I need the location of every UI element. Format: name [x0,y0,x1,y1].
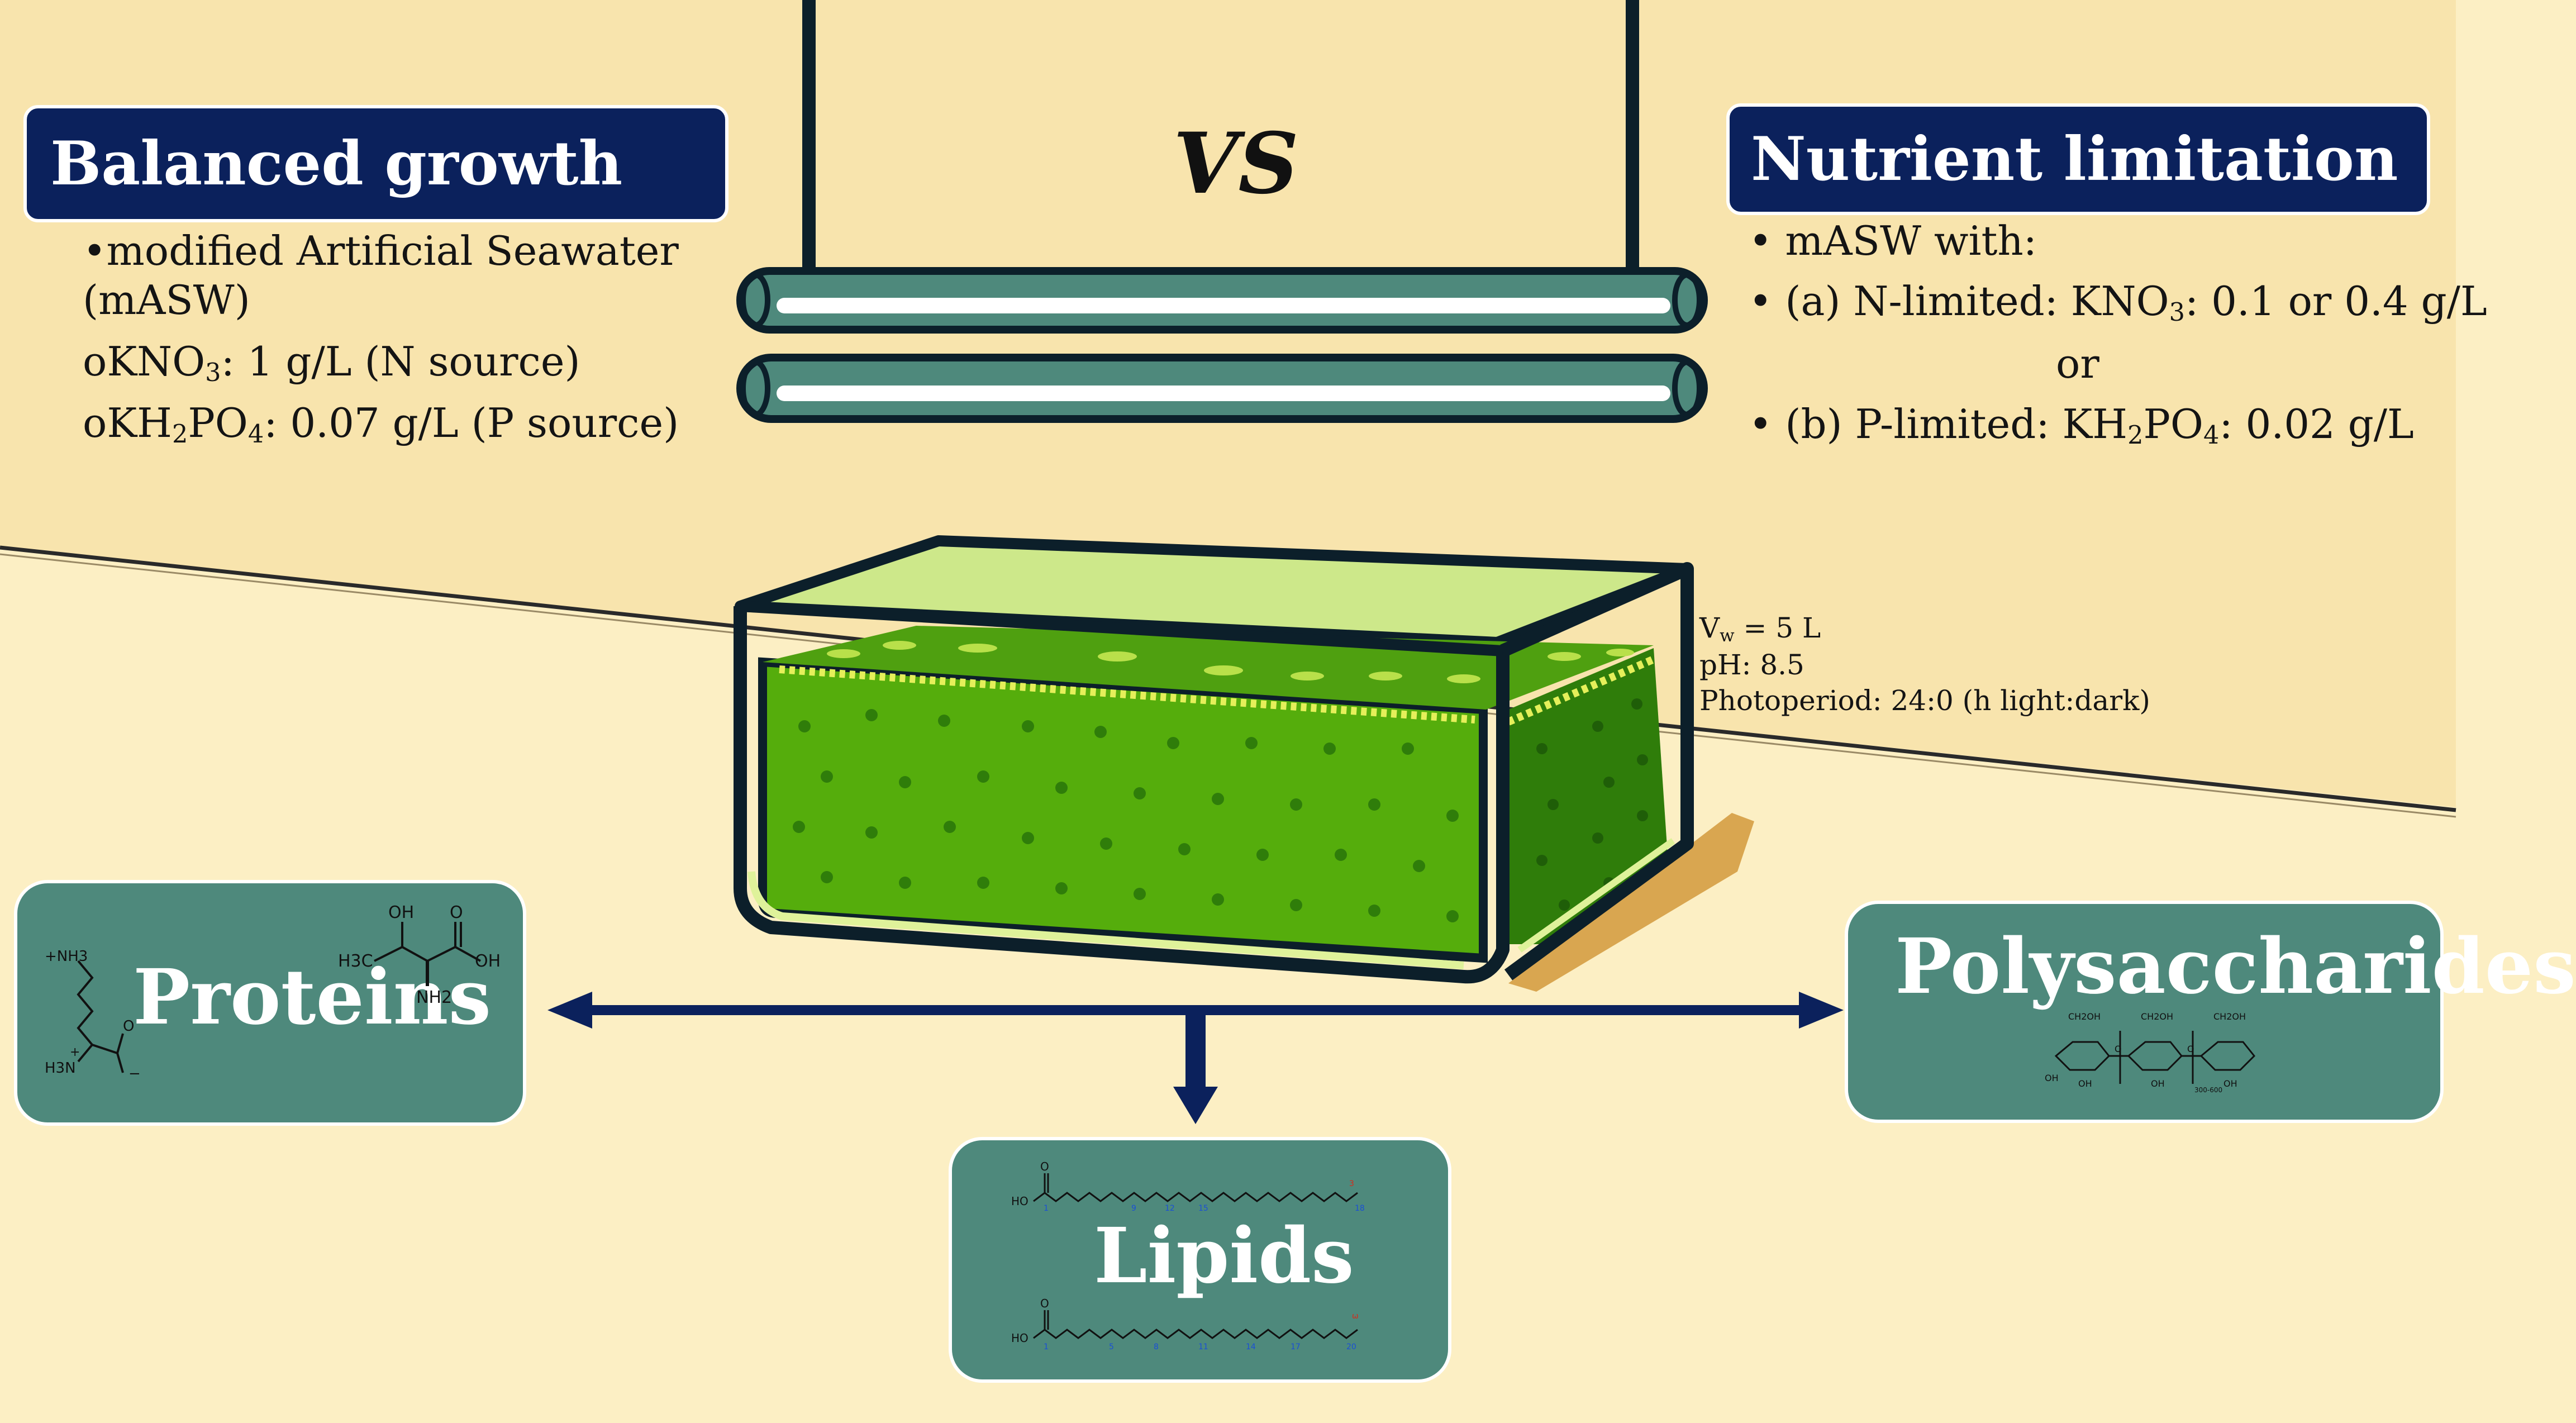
arachidonic-ho: HO [1011,1331,1029,1345]
limitation-p-limited: • (b) P-limited: KH2PO4: 0.02 g/L [1749,402,2414,449]
tank-shadow [1508,813,1754,992]
limitation-p-rest: : 0.02 g/L [2219,401,2414,448]
threonine-oh: OH [388,903,414,922]
arachidonic-n5: 5 [1109,1343,1114,1351]
polysaccharides-label: Polysaccharides [1895,922,2576,1011]
lysine-nh3: +NH3 [45,948,88,965]
limitation-bullet-mASW: • mASW with: [1749,217,2037,264]
lamp-tube-bottom [736,354,1708,423]
threonine-h3c: H3C [338,951,373,971]
cellulose-oh-4: OH [2223,1078,2237,1089]
condition-volume-rest: = 5 L [1734,612,1821,644]
condition-volume-prefix: V [1699,612,1720,644]
limitation-n-sub: 3 [2169,297,2185,327]
linoleic-acid-structure-icon: HO O 1 9 12 15 18 3 [1011,1160,1365,1213]
balanced-growth-title: Balanced growth [23,105,728,222]
cellulose-n: 300-600 [2194,1086,2222,1094]
lysine-structure-icon: +NH3 H3N + O − [45,948,141,1082]
cellulose-ch2oh-3: CH2OH [2213,1011,2246,1022]
limitation-p-prefix: • (b) P-limited: KH [1749,401,2128,448]
balanced-kh2po4-sub1: 2 [172,419,188,449]
threonine-structure-icon: OH O H3C OH NH2 [338,903,501,1007]
arachidonic-n8: 8 [1154,1343,1159,1351]
lysine-minus: − [128,1065,141,1082]
cellulose-oh-2: OH [2078,1078,2092,1089]
balanced-growth-title-text: Balanced growth [50,129,623,199]
linoleic-omega: 3 [1349,1179,1354,1188]
proteins-label: Proteins [133,953,492,1042]
lysine-o: O [123,1018,134,1035]
balanced-kh2po4-prefix: oKH [83,399,172,446]
scene-illustration [0,0,2456,1124]
vs-label: VS [1173,115,1299,213]
linoleic-n15: 15 [1198,1204,1208,1213]
limitation-n-limited: • (a) N-limited: KNO3: 0.1 or 0.4 g/L [1749,279,2487,326]
nutrient-limitation-title: Nutrient limitation [1726,103,2430,215]
lipids-label: Lipids [1094,1211,1354,1301]
linoleic-o: O [1040,1160,1049,1173]
condition-volume: Vw = 5 L [1699,610,1821,647]
condition-volume-sub: w [1720,625,1735,646]
limitation-p-sub2: 4 [2203,420,2220,450]
cellulose-ch2oh-1: CH2OH [2068,1011,2101,1022]
balanced-bullet-mASW: •modified Artificial Seawater [83,227,679,274]
limitation-n-prefix: • (a) N-limited: KNO [1749,278,2169,325]
balanced-kh2po4-rest: : 0.07 g/L (P source) [264,399,679,446]
limitation-n-rest: : 0.1 or 0.4 g/L [2185,278,2487,325]
linoleic-n12: 12 [1165,1204,1175,1213]
threonine-nh2: NH2 [416,988,452,1007]
balanced-bullet-mASW-cont: (mASW) [83,277,250,323]
linoleic-ho: HO [1011,1194,1029,1208]
cellulose-structure-icon: CH2OH CH2OH CH2OH OH OH OH OH O O 300-60… [2045,1011,2256,1094]
balanced-kno3-rest: : 1 g/L (N source) [221,338,580,385]
balanced-kno3-prefix: oKNO [83,338,206,385]
arachidonic-n1: 1 [1044,1343,1049,1351]
threonine-o: O [450,903,463,922]
arachidonic-n17: 17 [1291,1343,1301,1351]
culture-tank [734,535,1694,984]
arachidonic-acid-structure-icon: HO O 1 5 8 11 14 17 20 ω [1011,1297,1359,1351]
cellulose-ch2oh-2: CH2OH [2141,1011,2173,1022]
limitation-p-mid: PO [2143,401,2203,448]
lamp-tube-top [736,267,1708,334]
cellulose-o-2: O [2187,1044,2194,1054]
linoleic-n9: 9 [1131,1204,1136,1213]
balanced-kh2po4-mid: PO [188,399,248,446]
balanced-kh2po4-sub2: 4 [247,419,264,449]
arachidonic-omega: ω [1352,1312,1359,1321]
cellulose-o-1: O [2115,1044,2122,1054]
condition-photoperiod: Photoperiod: 24:0 (h light:dark) [1699,684,2150,717]
arachidonic-n20: 20 [1346,1343,1356,1351]
arachidonic-o: O [1040,1297,1049,1310]
balanced-kno3-sub: 3 [205,358,221,387]
product-arrows [547,992,1844,1124]
cellulose-oh-1: OH [2045,1073,2059,1083]
threonine-oh2: OH [475,951,501,971]
limitation-p-sub1: 2 [2127,420,2144,450]
lysine-h3n: H3N [45,1060,76,1077]
balanced-kh2po4: oKH2PO4: 0.07 g/L (P source) [83,401,679,448]
linoleic-n18: 18 [1355,1204,1365,1213]
linoleic-n1: 1 [1044,1204,1049,1213]
limitation-or: or [2056,340,2099,387]
condition-ph: pH: 8.5 [1699,649,1804,681]
cellulose-oh-3: OH [2151,1078,2165,1089]
nutrient-limitation-title-text: Nutrient limitation [1751,124,2398,194]
lysine-plus: + [70,1045,80,1059]
arachidonic-n11: 11 [1198,1343,1208,1351]
arachidonic-n14: 14 [1246,1343,1256,1351]
balanced-kno3: oKNO3: 1 g/L (N source) [83,338,580,387]
lipids-box [949,1137,1451,1383]
proteins-box [14,880,526,1126]
polysaccharides-box [1845,901,2444,1123]
